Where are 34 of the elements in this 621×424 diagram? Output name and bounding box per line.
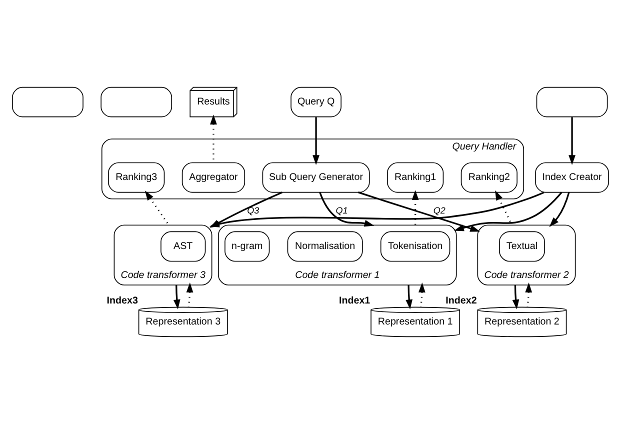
node-box: Ranking1 bbox=[387, 162, 444, 193]
arrow bbox=[312, 117, 320, 165]
node-box: n-gram bbox=[224, 231, 270, 262]
arrow bbox=[568, 117, 576, 165]
arrow bbox=[418, 282, 426, 308]
node-box: Ranking2 bbox=[460, 162, 518, 193]
edge-label: Q2 bbox=[433, 205, 446, 216]
node-box: AST bbox=[160, 231, 206, 262]
arrow bbox=[173, 285, 180, 310]
node-box: Textual bbox=[499, 231, 545, 262]
arrow bbox=[406, 285, 413, 310]
node-box bbox=[100, 86, 172, 118]
node-label: Index2 bbox=[446, 296, 477, 307]
node-box: Index Creator bbox=[535, 162, 609, 193]
node-box: Ranking3 bbox=[108, 162, 165, 193]
arrow bbox=[319, 192, 374, 227]
edge-label: Q3 bbox=[247, 205, 260, 216]
arrow bbox=[186, 282, 194, 308]
arrow bbox=[525, 282, 532, 308]
node-box bbox=[12, 86, 84, 118]
arrow bbox=[512, 285, 520, 310]
node-box: Aggregator bbox=[182, 162, 246, 193]
node-box bbox=[536, 86, 608, 118]
arrow bbox=[549, 192, 570, 227]
arrow bbox=[454, 192, 562, 232]
arrow bbox=[144, 190, 170, 226]
node-box: Normalisation bbox=[287, 231, 363, 262]
arrow bbox=[412, 190, 419, 226]
node-box: Sub Query Generator bbox=[262, 162, 370, 193]
node-box: Tokenisation bbox=[380, 231, 450, 262]
edge-label: Q1 bbox=[336, 205, 348, 216]
node-label: Index3 bbox=[106, 296, 138, 307]
node-label: Index1 bbox=[339, 296, 370, 307]
node-box: Query Q bbox=[290, 86, 342, 118]
